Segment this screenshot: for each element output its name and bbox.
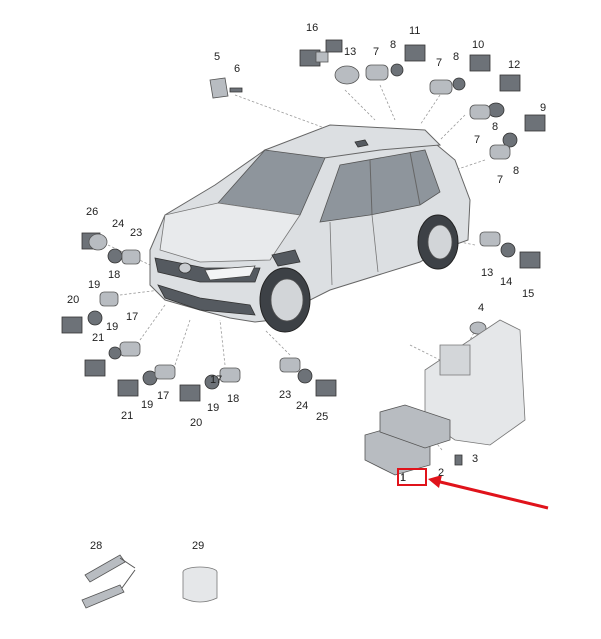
label-1: 1 — [400, 472, 406, 484]
highlight-callout — [397, 468, 549, 510]
label-11: 11 — [409, 25, 420, 37]
label-7a: 7 — [373, 46, 379, 58]
label-24a: 24 — [112, 218, 124, 230]
label-19d: 19 — [207, 402, 219, 414]
wire-repair-part — [84, 554, 126, 583]
vehicle-suv — [149, 124, 471, 333]
label-29: 29 — [192, 540, 204, 552]
label-21a: 21 — [92, 332, 104, 344]
label-20b: 20 — [190, 417, 202, 429]
label-15: 15 — [522, 288, 534, 300]
label-9: 9 — [540, 102, 546, 114]
label-6: 6 — [234, 63, 240, 75]
label-8d: 8 — [513, 165, 519, 177]
label-8a: 8 — [390, 39, 396, 51]
label-14: 14 — [500, 276, 512, 288]
label-8c: 8 — [492, 121, 498, 133]
repair-kit-parts — [81, 554, 218, 609]
label-17b: 17 — [157, 390, 169, 402]
control-unit-assembly — [364, 319, 526, 476]
label-21b: 21 — [121, 410, 133, 422]
label-7c: 7 — [474, 134, 480, 146]
label-13a: 13 — [344, 46, 356, 58]
label-18a: 18 — [108, 269, 120, 281]
label-23b: 23 — [279, 389, 291, 401]
label-17c: 17 — [210, 374, 222, 386]
label-19a: 19 — [88, 279, 100, 291]
label-18b: 18 — [227, 393, 239, 405]
label-12: 12 — [508, 59, 520, 71]
sensor-part — [334, 65, 360, 85]
side-mirror — [271, 249, 301, 267]
label-8b: 8 — [453, 51, 459, 63]
label-25: 25 — [316, 411, 328, 423]
label-23a: 23 — [130, 227, 142, 239]
label-20a: 20 — [67, 294, 79, 306]
label-5: 5 — [214, 51, 220, 63]
side-windows — [319, 149, 441, 223]
label-28: 28 — [90, 540, 102, 552]
label-16: 16 — [306, 22, 318, 34]
highlight-box — [397, 468, 427, 486]
label-24b: 24 — [296, 400, 308, 412]
label-17a: 17 — [126, 311, 138, 323]
label-4: 4 — [478, 302, 484, 314]
label-13b: 13 — [481, 267, 493, 279]
red-arrow — [431, 478, 549, 510]
label-26: 26 — [86, 206, 98, 218]
label-2: 2 — [438, 467, 444, 479]
label-3: 3 — [472, 453, 478, 465]
label-7b: 7 — [436, 57, 442, 69]
lower-bumper — [157, 284, 256, 316]
label-19b: 19 — [106, 321, 118, 333]
sensor-parts — [61, 39, 546, 402]
label-7d: 7 — [497, 174, 503, 186]
label-19c: 19 — [141, 399, 153, 411]
part-number-labels: 16 13 7 8 11 8 10 12 7 9 8 7 8 7 5 6 26 … — [67, 22, 546, 552]
label-10: 10 — [472, 39, 484, 51]
